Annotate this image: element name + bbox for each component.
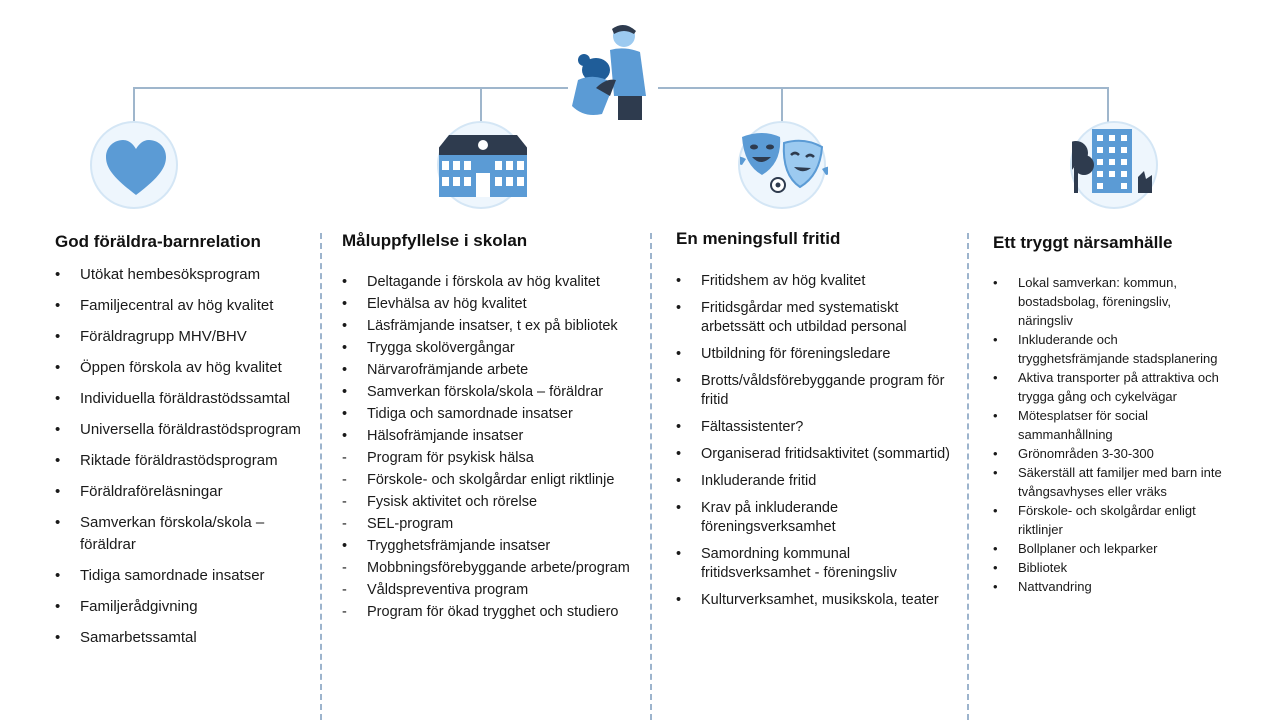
list-item: Bibliotek xyxy=(993,558,1228,577)
school-building-icon xyxy=(439,135,527,197)
list-item: Samverkan förskola/skola – föräldrar xyxy=(55,512,305,556)
column-parent-child-relation: God föräldra-barnrelation Utökat hembesö… xyxy=(55,232,305,649)
parent-with-child-icon xyxy=(572,24,646,120)
list-item: Familjerådgivning xyxy=(55,596,305,618)
list-item: Våldspreventiva program xyxy=(342,581,637,600)
list-item: Förskole- och skolgårdar enligt riktlinj… xyxy=(342,471,637,490)
list-item: Utökat hembesöksprogram xyxy=(55,264,305,286)
list-item: Öppen förskola av hög kvalitet xyxy=(55,357,305,379)
column-divider xyxy=(650,233,652,720)
list-item: Mötesplatser för social sammanhållning xyxy=(993,406,1228,444)
column-safe-community: Ett tryggt närsamhälle Lokal samverkan: … xyxy=(993,233,1228,596)
list-item: Deltagande i förskola av hög kvalitet xyxy=(342,273,637,292)
list-item: Samarbetssamtal xyxy=(55,627,305,649)
list-item: Program för psykisk hälsa xyxy=(342,449,637,468)
school-building-icon-badge xyxy=(437,121,527,209)
list-item: Bollplaner och lekparker xyxy=(993,539,1228,558)
column-title: Måluppfyllelse i skolan xyxy=(342,231,528,250)
list-item: Närvarofrämjande arbete xyxy=(342,361,637,380)
list-item: Föräldraföreläsningar xyxy=(55,481,305,503)
list-item: Aktiva transporter på attraktiva och try… xyxy=(993,368,1228,406)
list-item: Hälsofrämjande insatser xyxy=(342,427,637,446)
list-item: Tidiga och samordnade insatser xyxy=(342,405,637,424)
item-list: Utökat hembesöksprogramFamiljecentral av… xyxy=(55,264,305,649)
column-school-goals: Måluppfyllelse i skolan Deltagande i för… xyxy=(342,231,637,622)
item-list: Fritidshem av hög kvalitetFritidsgårdar … xyxy=(676,272,951,610)
list-item: Familjecentral av hög kvalitet xyxy=(55,295,305,317)
list-item: Fritidshem av hög kvalitet xyxy=(676,272,951,291)
list-item: Fältassistenter? xyxy=(676,418,951,437)
column-title: Ett tryggt närsamhälle xyxy=(993,233,1173,252)
list-item: Nattvandring xyxy=(993,577,1228,596)
list-item: Läsfrämjande insatser, t ex på bibliotek xyxy=(342,317,637,336)
column-title: En meningsfull fritid xyxy=(676,229,841,248)
list-item: Trygghetsfrämjande insatser xyxy=(342,537,637,556)
list-item: Inkluderande fritid xyxy=(676,472,951,491)
list-item: Brotts/våldsförebyggande program för fri… xyxy=(676,372,951,410)
list-item: Lokal samverkan: kommun, bostadsbolag, f… xyxy=(993,273,1228,330)
column-meaningful-leisure: En meningsfull fritid Fritidshem av hög … xyxy=(676,229,951,610)
list-item: Säkerställ att familjer med barn inte tv… xyxy=(993,463,1228,501)
list-item: Riktade föräldrastödsprogram xyxy=(55,450,305,472)
column-title: God föräldra-barnrelation xyxy=(55,232,261,251)
list-item: Trygga skolövergångar xyxy=(342,339,637,358)
list-item: Samordning kommunal fritidsverksamhet - … xyxy=(676,545,951,583)
list-item: Kulturverksamhet, musikskola, teater xyxy=(676,591,951,610)
list-item: Inkluderande och trygghetsfrämjande stad… xyxy=(993,330,1228,368)
heart-icon-badge xyxy=(90,121,178,209)
list-item: Utbildning för föreningsledare xyxy=(676,345,951,364)
list-item: Tidiga samordnade insatser xyxy=(55,565,305,587)
item-list: Lokal samverkan: kommun, bostadsbolag, f… xyxy=(993,273,1228,596)
list-item: Program för ökad trygghet och studiero xyxy=(342,603,637,622)
list-item: Individuella föräldrastödssamtal xyxy=(55,388,305,410)
list-item: Universella föräldrastödsprogram xyxy=(55,419,305,441)
list-item: Mobbningsförebyggande arbete/program xyxy=(342,559,637,578)
column-divider xyxy=(320,233,322,720)
connector-lines xyxy=(133,87,1109,124)
column-divider xyxy=(967,233,969,720)
list-item: SEL-program xyxy=(342,515,637,534)
list-item: Elevhälsa av hög kvalitet xyxy=(342,295,637,314)
city-building-tree-icon xyxy=(1072,129,1152,193)
list-item: Förskole- och skolgårdar enligt riktlinj… xyxy=(993,501,1228,539)
theater-masks-icon xyxy=(740,133,828,193)
list-item: Organiserad fritidsaktivitet (sommartid) xyxy=(676,445,951,464)
list-item: Grönområden 3-30-300 xyxy=(993,444,1228,463)
list-item: Fritidsgårdar med systematiskt arbetssät… xyxy=(676,299,951,337)
list-item: Samverkan förskola/skola – föräldrar xyxy=(342,383,637,402)
list-item: Föräldragrupp MHV/BHV xyxy=(55,326,305,348)
item-list: Deltagande i förskola av hög kvalitetEle… xyxy=(342,273,637,622)
city-building-tree-icon-badge xyxy=(1070,121,1158,209)
list-item: Fysisk aktivitet och rörelse xyxy=(342,493,637,512)
heart-icon xyxy=(106,140,166,195)
list-item: Krav på inkluderande föreningsverksamhet xyxy=(676,499,951,537)
theater-masks-icon-badge xyxy=(738,121,828,209)
